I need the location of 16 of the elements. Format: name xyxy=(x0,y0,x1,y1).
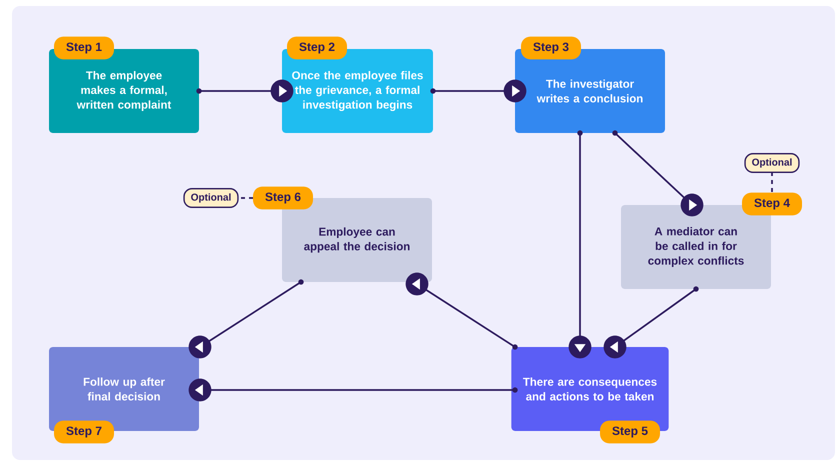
dashed-connector xyxy=(771,172,773,192)
dashed-connector xyxy=(241,197,256,199)
connector-arrow xyxy=(406,272,516,348)
connector-arrow xyxy=(199,80,294,102)
optional-tag: Optional xyxy=(183,188,239,208)
step-badge: Step 4 xyxy=(742,192,802,216)
optional-tag: Optional xyxy=(744,153,800,173)
connector-arrow xyxy=(188,281,302,358)
connector-arrow xyxy=(433,80,526,102)
connector-arrow xyxy=(568,133,592,358)
connector-arrow xyxy=(604,288,696,358)
connector-arrow xyxy=(188,378,515,402)
connector-arrow xyxy=(614,132,704,216)
step-badge: Step 6 xyxy=(253,186,313,210)
step-badge: Step 5 xyxy=(600,420,660,444)
step-badge: Step 7 xyxy=(54,420,114,444)
